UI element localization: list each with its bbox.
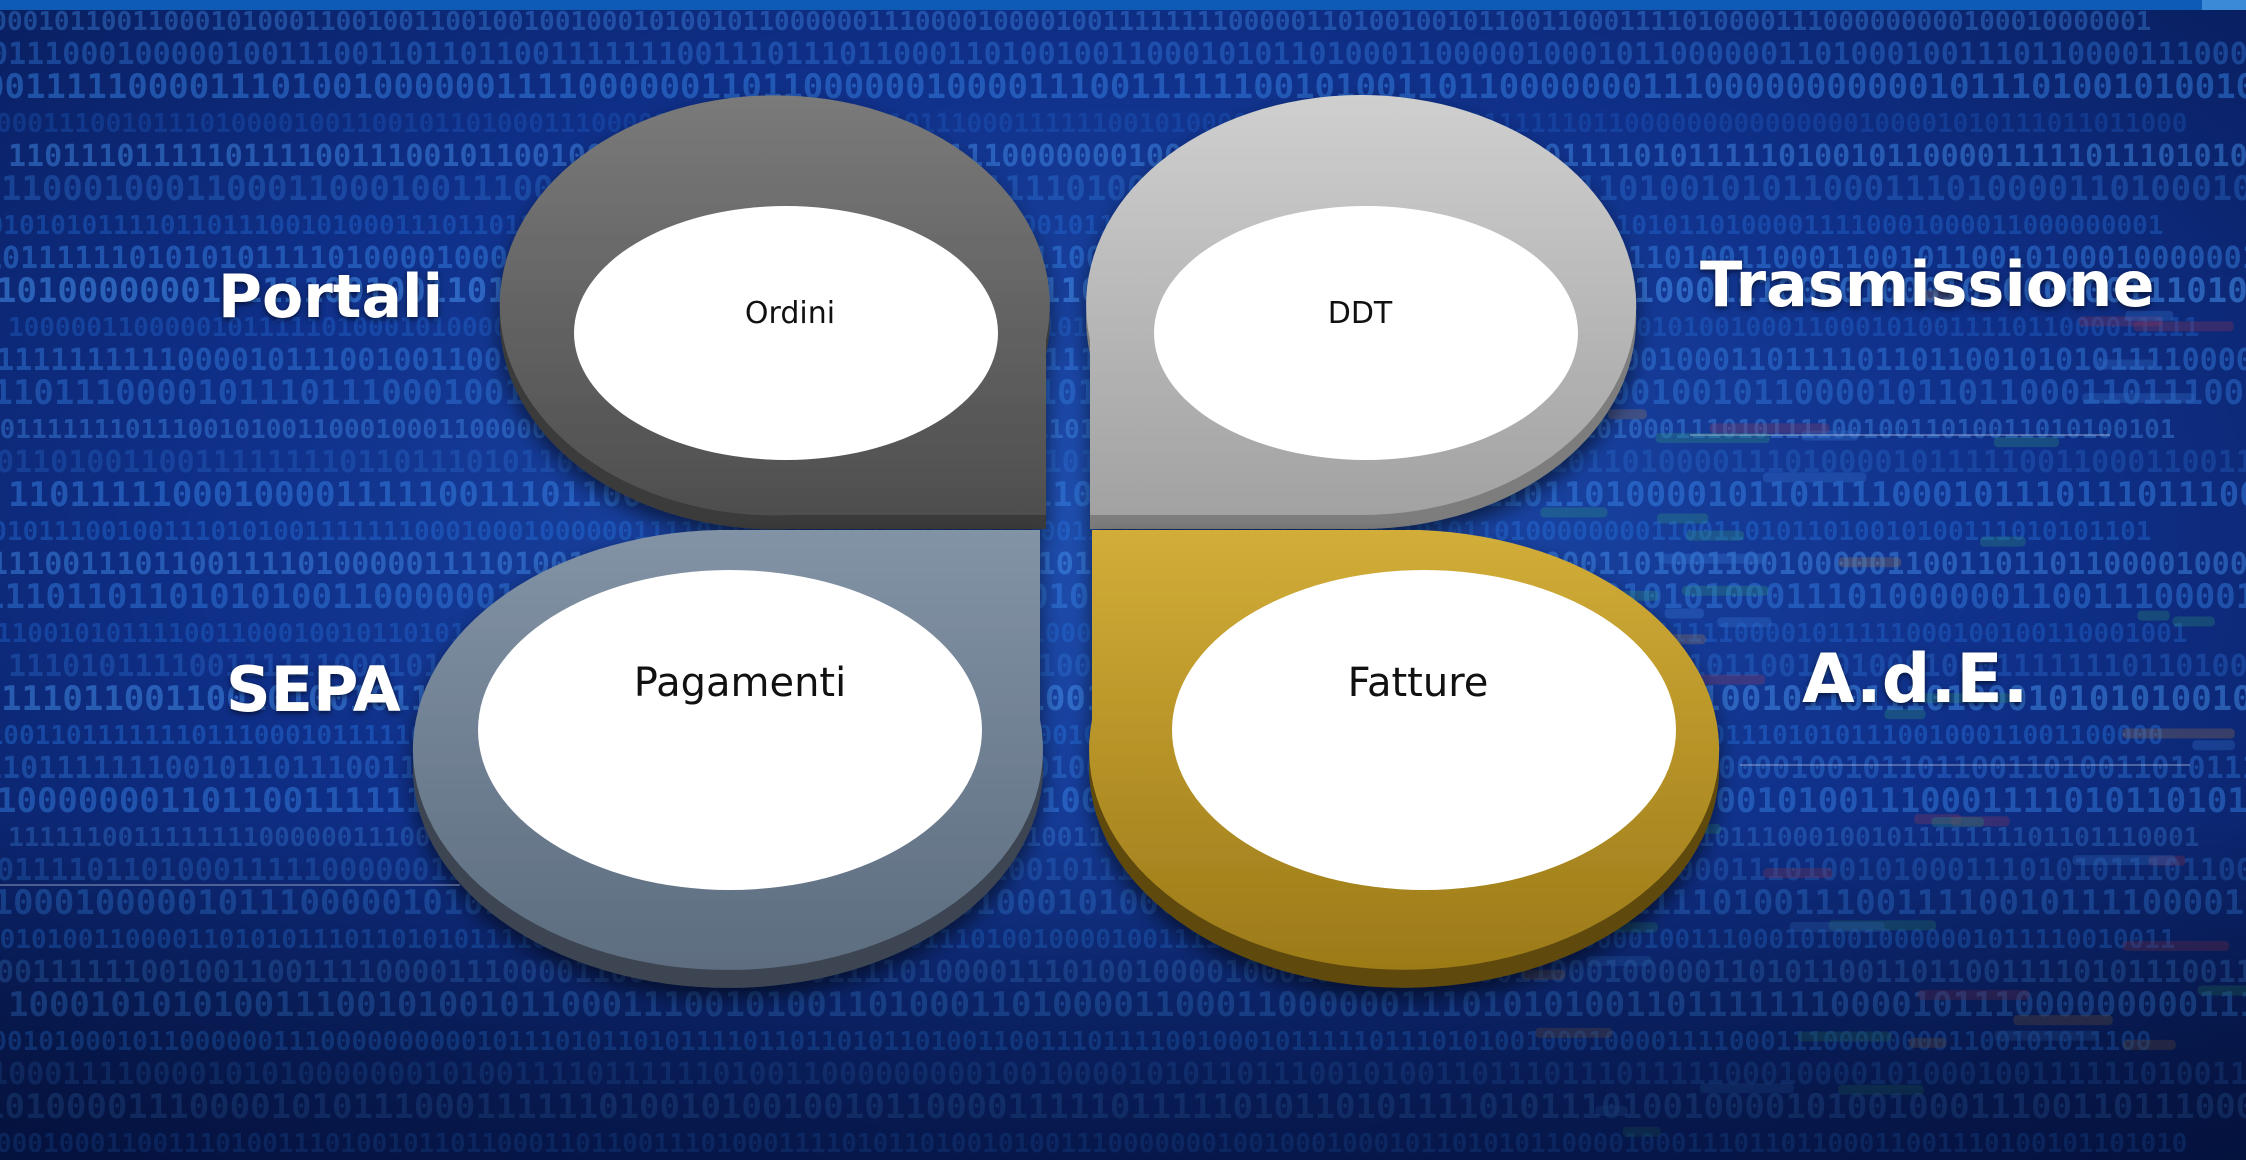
code-texture-dash: [1709, 423, 1830, 434]
binary-texture-row: 0100110111111101110001011111011101000001…: [0, 721, 2163, 751]
code-texture-dash: [1664, 608, 1704, 619]
code-texture-dash: [2133, 321, 2234, 332]
code-texture-dash: [1801, 430, 1859, 441]
petal-label-fatture: Fatture: [1348, 660, 1489, 706]
code-texture-dash: [1838, 557, 1902, 568]
binary-texture-row: 1010101011110110111001010001110110111101…: [0, 211, 2163, 241]
code-texture-dash: [1681, 585, 1769, 596]
code-texture-dash: [1607, 409, 1647, 420]
code-texture-dash: [2192, 740, 2235, 751]
petal-label-ordini: Ordini: [745, 296, 835, 331]
divider-line: [1740, 764, 2190, 766]
side-label-ade: A.d.E.: [1802, 640, 2029, 719]
code-texture-dash: [1980, 536, 2026, 547]
binary-texture-row: 1101110111110111100111001011001001110110…: [8, 139, 2246, 174]
code-texture-dash: [1884, 709, 1926, 720]
binary-texture-row: 1101011100100111010100111111100010001000…: [0, 517, 2151, 547]
side-label-trasmissione: Trasmissione: [1700, 248, 2155, 321]
code-texture-dash: [1657, 513, 1709, 524]
petal-fatture: [1089, 530, 1720, 988]
code-texture-dash: [2172, 616, 2215, 627]
divider-line: [1690, 434, 2110, 436]
code-texture-dash: [1540, 507, 1608, 518]
code-texture-dash: [1993, 437, 2059, 448]
binary-texture-row: 1011111110111001010011000100011000000111…: [0, 415, 2175, 445]
code-texture-dash: [1655, 432, 1770, 443]
code-texture-dash: [1686, 530, 1744, 541]
side-label-portali: Portali: [218, 262, 444, 332]
code-texture-dash: [1717, 617, 1772, 628]
code-texture-dash: [1762, 472, 1867, 483]
petal-label-pagamenti: Pagamenti: [634, 660, 846, 706]
code-texture-dash: [1920, 289, 1960, 300]
top-corner-accent: [2202, 0, 2246, 10]
code-texture-dash: [2078, 316, 2163, 327]
petal-pagamenti: [412, 530, 1043, 988]
binary-texture-row: 1011100010000010011100110110110011111110…: [0, 37, 2246, 72]
petal-label-ddt: DDT: [1328, 296, 1393, 331]
binary-texture-row: 0011111000011101001000000111100000011011…: [0, 67, 2246, 107]
petal-ordini: [499, 95, 1050, 530]
divider-line: [0, 884, 460, 886]
code-texture-dash: [2137, 610, 2170, 621]
top-accent-bar: [0, 0, 2246, 10]
petal-ddt: [1086, 95, 1637, 530]
code-texture-dash: [2125, 310, 2174, 321]
side-label-sepa: SEPA: [226, 653, 401, 726]
code-texture-dash: [2082, 393, 2195, 404]
code-texture-dash: [2122, 728, 2235, 739]
binary-texture-row: 0001110010111010000100110010110100011100…: [0, 109, 2187, 139]
code-texture-dash: [1917, 693, 2010, 704]
code-texture-dash: [2097, 359, 2155, 370]
binary-texture-row: 0100010110011000101000110010011001001001…: [0, 7, 2151, 37]
code-texture-dash: [1657, 553, 1768, 564]
